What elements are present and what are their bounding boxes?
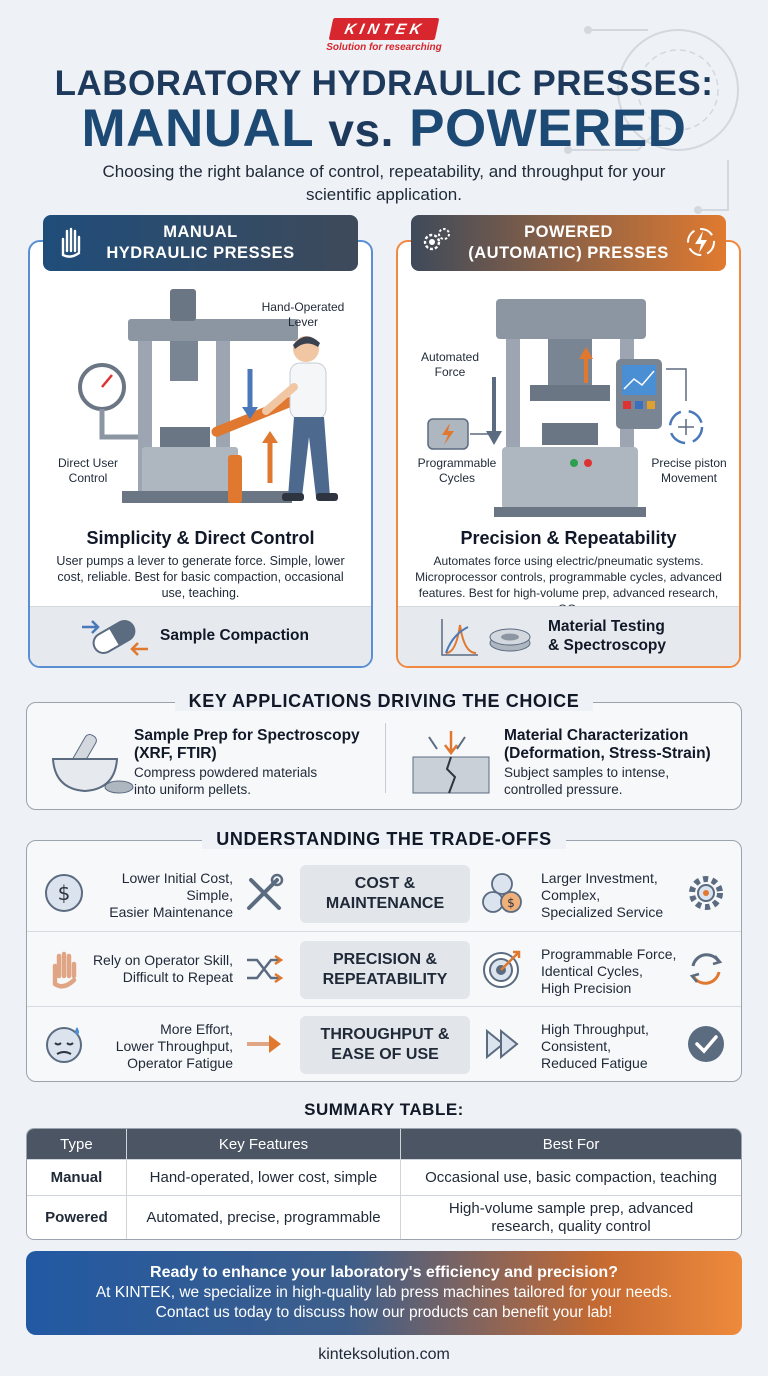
- summary-cell: Automated, precise, programmable: [125, 1195, 401, 1239]
- powered-footer-line1: Material Testing: [548, 618, 665, 635]
- svg-text:$: $: [58, 881, 71, 905]
- summary-cell: Manual: [27, 1159, 126, 1195]
- wrench-screwdriver-icon: [247, 873, 284, 910]
- refresh-icon: [689, 953, 723, 985]
- hand-icon: [61, 227, 81, 258]
- powered-header-line1: POWERED: [524, 223, 613, 241]
- throughput-manual-text: More Effort,Lower Throughput,Operator Fa…: [115, 1021, 233, 1071]
- manual-panel: Hand-Operated Lever Direct User Control …: [28, 240, 373, 668]
- page-title-line1: LABORATORY HYDRAULIC PRESSES:: [54, 64, 714, 103]
- manual-panel-header: MANUAL HYDRAULIC PRESSES: [43, 215, 358, 271]
- precision-powered-text: Programmable Force,Identical Cycles,High…: [541, 946, 677, 996]
- app1-title: Sample Prep for Spectroscopy(XRF, FTIR): [134, 727, 360, 762]
- label-programmable-cycles: Programmable Cycles: [417, 456, 497, 485]
- title-manual: MANUAL: [81, 99, 314, 158]
- table-row: Powered Automated, precise, programmable…: [27, 1195, 741, 1239]
- fast-forward-icon: [486, 1028, 519, 1060]
- cost-powered-text: Larger Investment,Complex,Specialized Se…: [541, 870, 664, 920]
- powered-footer-line2: & Spectroscopy: [548, 637, 667, 654]
- check-circle-icon: [688, 1026, 724, 1062]
- throughput-powered-text: High Throughput,Consistent,Reduced Fatig…: [541, 1021, 649, 1071]
- gear-icon: [689, 876, 723, 910]
- applications-box: KEY APPLICATIONS DRIVING THE CHOICE Samp…: [26, 691, 742, 810]
- label-direct-user-control: Direct User Control: [57, 456, 118, 485]
- manual-press-illustration: [78, 289, 338, 503]
- website-link[interactable]: kinteksolution.com: [318, 1346, 450, 1363]
- powered-press-illustration: [427, 299, 704, 517]
- summary-cell: Occasional use, basic compaction, teachi…: [400, 1159, 741, 1195]
- coins-icon: $: [482, 873, 522, 913]
- summary-header-row: Type Key Features Best For: [27, 1129, 741, 1159]
- powered-panel: Automated Force Programmable Cycles Prec…: [396, 240, 741, 668]
- manual-header-line1: MANUAL: [163, 223, 238, 241]
- label-hand-operated-lever: Hand-Operated Lever: [261, 300, 345, 329]
- target-icon: [483, 950, 521, 988]
- summary-cell: Hand-operated, lower cost, simple: [125, 1159, 401, 1195]
- precision-category: PRECISION &REPEATABILITY: [300, 941, 470, 999]
- gears-icon: [423, 228, 450, 251]
- shuffle-icon: [247, 954, 284, 984]
- applications-divider: [385, 723, 386, 793]
- page-subtitle: Choosing the right balance of control, r…: [102, 162, 666, 204]
- tradeoffs-heading: UNDERSTANDING THE TRADE-OFFS: [27, 829, 741, 850]
- mortar-pestle-icon: [51, 734, 134, 794]
- summary-table: Type Key Features Best For Manual Hand-o…: [26, 1128, 742, 1240]
- summary-col-type: Type: [27, 1129, 126, 1159]
- manual-footer: Sample Compaction: [30, 606, 371, 666]
- page-title-line2: MANUAL vs. POWERED: [0, 98, 768, 159]
- svg-text:$: $: [507, 896, 515, 910]
- summary-heading: SUMMARY TABLE:: [304, 1100, 464, 1119]
- cta-line2: At KINTEK, we specialize in high-quality…: [95, 1284, 673, 1301]
- applications-heading: KEY APPLICATIONS DRIVING THE CHOICE: [27, 691, 741, 712]
- graph-and-pellet-icon: [441, 619, 531, 656]
- powered-panel-header: POWERED (AUTOMATIC) PRESSES: [411, 215, 726, 271]
- powered-title: Precision & Repeatability: [460, 528, 677, 548]
- tradeoff-row-precision: Rely on Operator Skill,Difficult to Repe…: [27, 931, 741, 1006]
- manual-footer-label: Sample Compaction: [160, 627, 309, 644]
- brand-logo: KINTEK Solution for researching: [0, 18, 768, 53]
- capsule-icon: [82, 620, 148, 656]
- hand-icon: [52, 951, 77, 989]
- powered-description: Automates force using electric/pneumatic…: [415, 554, 722, 616]
- table-row: Manual Hand-operated, lower cost, simple…: [27, 1159, 741, 1195]
- manual-title: Simplicity & Direct Control: [86, 528, 315, 548]
- logo-wordmark: KINTEK: [328, 18, 440, 40]
- cta-headline: Ready to enhance your laboratory's effic…: [150, 1264, 618, 1281]
- title-vs: vs.: [328, 104, 394, 156]
- tired-face-icon: [46, 1027, 82, 1063]
- cost-manual-text: Lower Initial Cost,Simple,Easier Mainten…: [109, 870, 233, 920]
- throughput-category: THROUGHPUT &EASE OF USE: [300, 1016, 470, 1074]
- tradeoff-row-cost: $ Lower Initial Cost,Simple,Easier Maint…: [27, 856, 741, 931]
- power-bolt-icon: [687, 228, 715, 256]
- tradeoff-row-throughput: More Effort,Lower Throughput,Operator Fa…: [27, 1006, 741, 1081]
- logo-tagline: Solution for researching: [326, 42, 442, 53]
- precision-manual-text: Rely on Operator Skill,Difficult to Repe…: [92, 952, 233, 985]
- cta-banner[interactable]: Ready to enhance your laboratory's effic…: [26, 1251, 742, 1335]
- label-precise-piston: Precise piston Movement: [651, 456, 727, 485]
- summary-col-features: Key Features: [125, 1129, 401, 1159]
- cost-category: COST &MAINTENANCE: [300, 865, 470, 923]
- arrow-right-icon: [247, 1035, 281, 1053]
- circuit-decoration: [564, 26, 739, 214]
- label-automated-force: Automated Force: [420, 350, 480, 379]
- manual-description: User pumps a lever to generate force. Si…: [56, 554, 345, 600]
- title-powered: POWERED: [409, 99, 687, 158]
- app2-description: Subject samples to intense,controlled pr…: [504, 765, 670, 797]
- dollar-coin-icon: $: [45, 874, 83, 912]
- summary-col-bestfor: Best For: [400, 1129, 741, 1159]
- cta-line3: Contact us today to discuss how our prod…: [155, 1304, 613, 1321]
- powered-footer: Material Testing & Spectroscopy: [398, 606, 739, 666]
- cracked-sample-icon: [412, 731, 490, 794]
- manual-header-line2: HYDRAULIC PRESSES: [106, 244, 295, 262]
- tradeoffs-box: UNDERSTANDING THE TRADE-OFFS $ Lower Ini…: [26, 829, 742, 1082]
- summary-cell: Powered: [27, 1195, 126, 1239]
- powered-footer-label: Material Testing & Spectroscopy: [548, 617, 666, 655]
- app2-title: Material Characterization(Deformation, S…: [504, 727, 711, 762]
- powered-header-line2: (AUTOMATIC) PRESSES: [468, 244, 669, 262]
